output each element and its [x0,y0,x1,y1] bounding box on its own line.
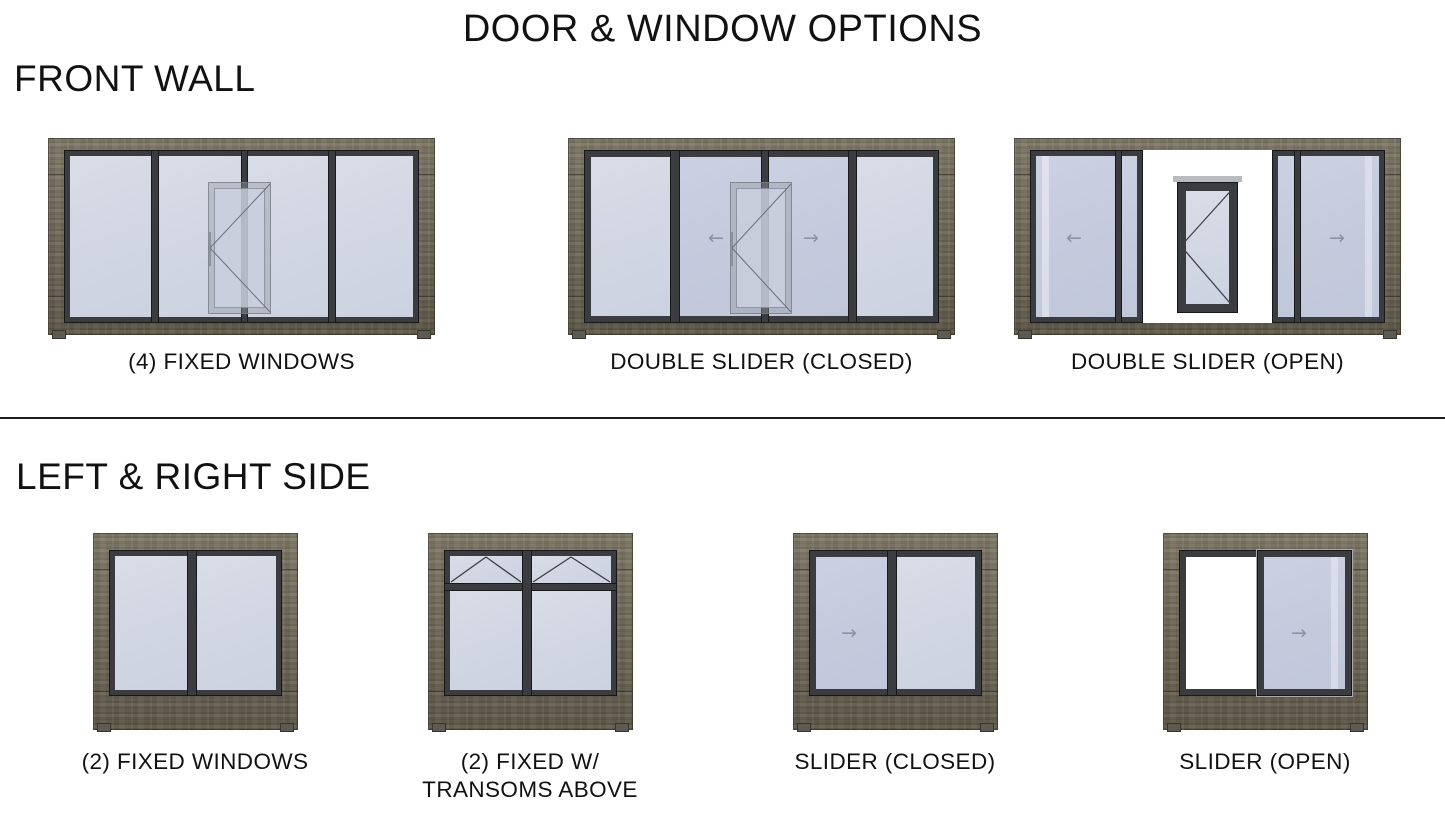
caption-double-slider-closed: DOUBLE SLIDER (CLOSED) [610,349,913,374]
door-center[interactable] [1173,176,1242,313]
module-foot [1167,723,1181,732]
glass-panel-slider [1121,156,1137,317]
diagram-two-fixed-windows[interactable] [93,533,298,732]
module-foot [980,723,994,732]
mullion [1115,150,1122,323]
transom-awning-indicator [450,556,522,583]
slide-arrow-left: ← [1066,227,1082,249]
door-swing-indicator [731,183,792,313]
glass-panel [197,556,276,690]
module-foot [280,723,294,732]
diagram-double-slider-closed[interactable]: ← → [568,138,955,339]
diagram-double-slider-open[interactable]: ← → [1014,138,1401,339]
glass-panel [591,157,670,316]
module-foot [615,723,629,732]
diagram-four-fixed-windows[interactable] [48,138,435,339]
section-heading-left-right-side: LEFT & RIGHT SIDE [16,456,371,497]
door-swing-indicator [209,183,271,313]
module-foot [572,330,586,339]
diagram-slider-closed[interactable]: → [793,533,998,732]
transom-glass-panel [532,556,611,583]
mullion [151,150,159,323]
transom-glass-panel [450,556,522,583]
open-aperture [1186,557,1257,689]
door-leaf [1186,191,1229,304]
diagram-two-fixed-with-transoms[interactable] [428,533,633,732]
module-foot [432,723,446,732]
mullion [522,550,532,696]
glass-panel [857,157,933,316]
module-foot [937,330,951,339]
door-ghost-overlay [730,182,792,314]
slide-arrow-right: → [1329,227,1345,249]
caption-slider-open: SLIDER (OPEN) [1179,749,1351,774]
glass-panel-slider [1278,156,1294,317]
glass-panel [336,156,413,317]
mullion [848,150,857,323]
mullion [887,550,897,696]
module-foot [1350,723,1364,732]
door-swing-indicator [1180,184,1237,311]
module-foot [797,723,811,732]
caption-four-fixed-windows: (4) FIXED WINDOWS [128,349,355,374]
glass-panel-slider [1264,557,1345,689]
module-foot [97,723,111,732]
slide-arrow-left: ← [708,227,724,249]
mullion [1294,150,1301,323]
mullion [328,150,336,323]
door-leaf [214,188,265,308]
diagram-slider-open[interactable]: → [1163,533,1368,732]
door-leaf [736,188,786,308]
glass-panel [70,156,151,317]
glass-panel [532,591,611,690]
module-foot [52,330,66,339]
mullion [187,550,197,696]
section-heading-front-wall: FRONT WALL [14,58,256,99]
door-head-cap [1173,176,1242,182]
section-divider [0,417,1445,419]
mullion [670,150,680,323]
caption-two-fixed-windows: (2) FIXED WINDOWS [81,749,309,774]
slide-arrow-right: → [841,622,857,644]
caption-double-slider-open: DOUBLE SLIDER (OPEN) [1070,349,1345,374]
door-ghost-overlay [208,182,271,314]
glass-panel-slider [816,557,887,689]
glass-panel [450,591,522,690]
glass-panel-slider [1300,156,1379,317]
glass-panel-slider [1036,156,1115,317]
caption-two-fixed-with-transoms: (2) FIXED W/ TRANSOMS ABOVE [422,749,638,803]
page-title: DOOR & WINDOW OPTIONS [462,8,983,50]
slide-arrow-right: → [803,227,819,249]
transom-awning-indicator [532,556,611,583]
module-foot [417,330,431,339]
module-foot [1018,330,1032,339]
glass-panel [897,557,975,689]
caption-slider-closed: SLIDER (CLOSED) [794,749,996,774]
slide-arrow-right: → [1291,622,1307,644]
glass-panel [115,556,187,690]
module-foot [1383,330,1397,339]
